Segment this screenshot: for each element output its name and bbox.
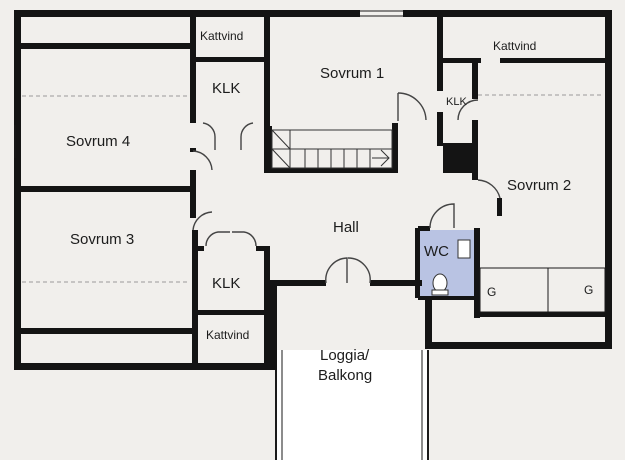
hall-label: Hall — [333, 219, 359, 236]
wc-fixtures — [431, 239, 471, 296]
sovrum-2-label: Sovrum 2 — [507, 177, 571, 194]
sovrum-3-label: Sovrum 3 — [70, 231, 134, 248]
doors — [192, 92, 501, 284]
closet-g-right-label: G — [584, 283, 593, 297]
interior-walls — [21, 17, 608, 368]
sovrum-4-label: Sovrum 4 — [66, 133, 130, 150]
kattvind-top-left-label: Kattvind — [200, 29, 243, 43]
staircase — [271, 129, 393, 169]
kattvind-top-right-label: Kattvind — [493, 39, 536, 53]
loggia-label-line1: Loggia/ — [320, 347, 370, 364]
klk-right-label: KLK — [446, 96, 467, 108]
closet-g-left-label: G — [487, 285, 496, 299]
loggia-balcony — [275, 350, 429, 460]
klk-lower-left-label: KLK — [212, 275, 240, 292]
outer-walls — [14, 10, 612, 370]
built-ins — [14, 10, 612, 313]
sovrum-1-label: Sovrum 1 — [320, 65, 384, 82]
klk-upper-left-label: KLK — [212, 80, 240, 97]
kattvind-bottom-label: Kattvind — [206, 328, 249, 342]
wc-label: WC — [424, 243, 449, 260]
loggia-label-line2: Balkong — [318, 367, 372, 384]
